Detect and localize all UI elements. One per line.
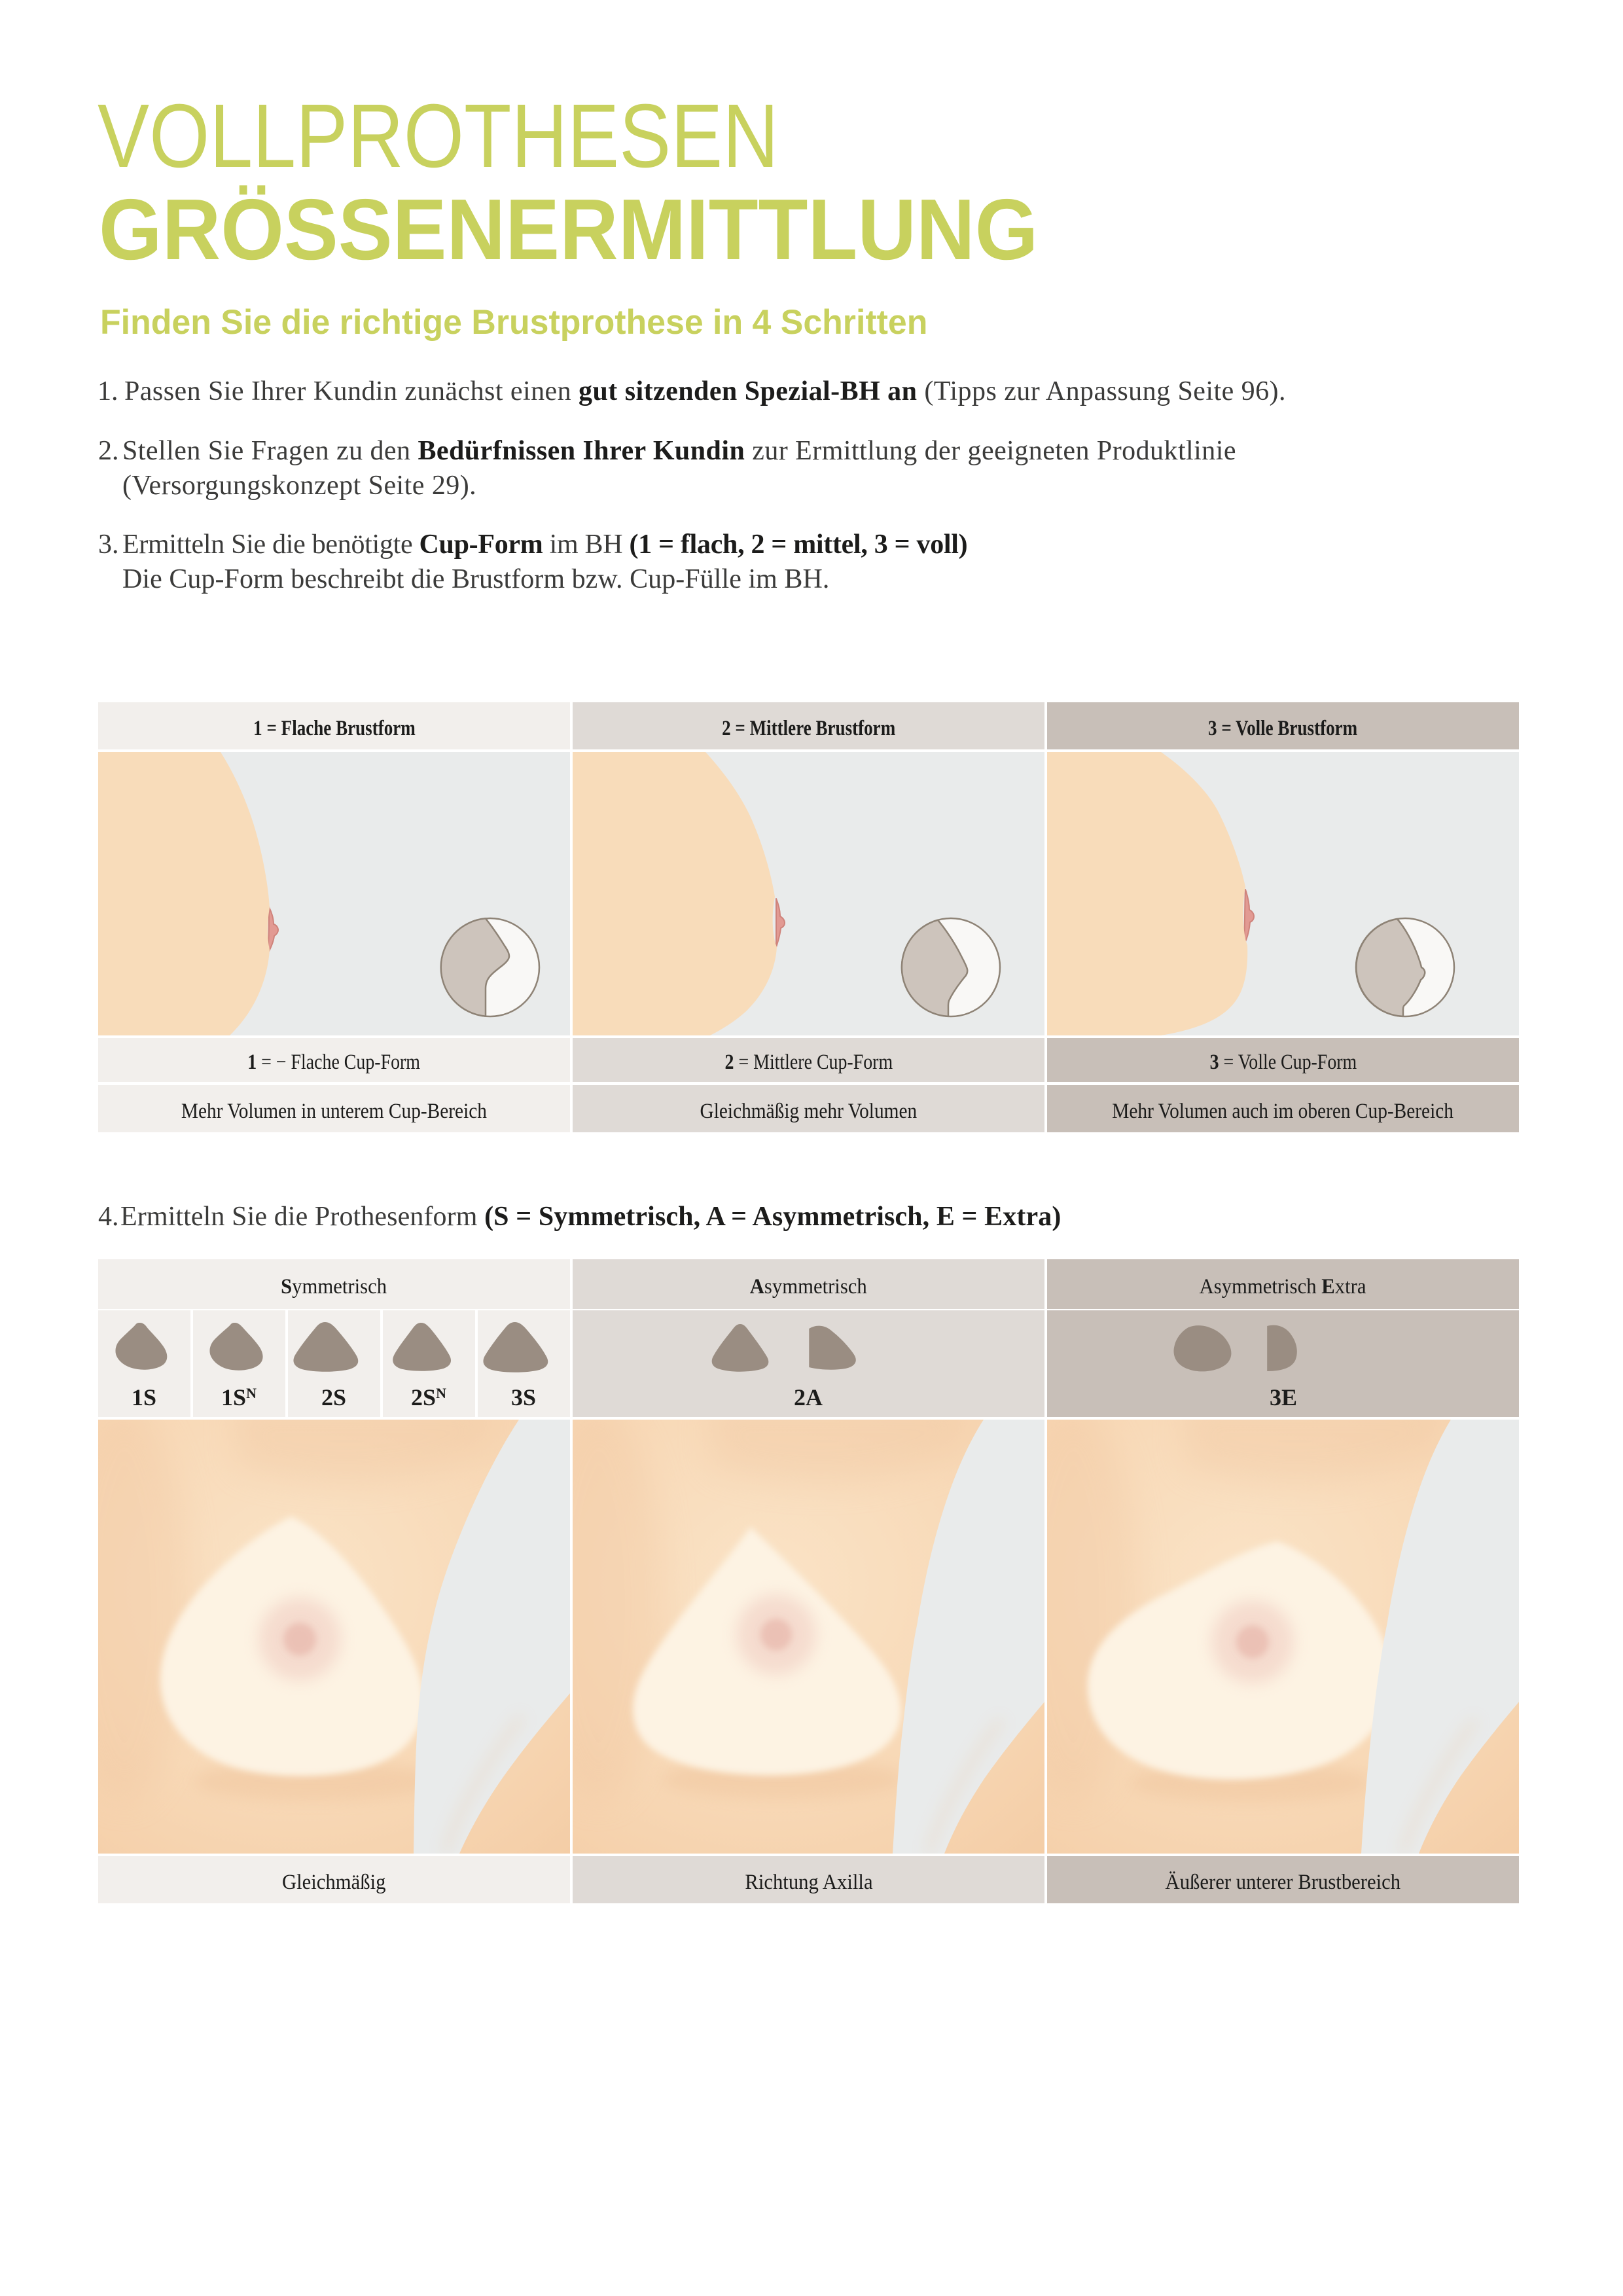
- svg-text:3S: 3S: [511, 1384, 536, 1410]
- svg-text:2S: 2S: [321, 1384, 346, 1410]
- svg-text:1SN: 1SN: [221, 1384, 257, 1410]
- svg-text:1S: 1S: [132, 1384, 156, 1410]
- svg-text:3E: 3E: [1270, 1384, 1297, 1410]
- svg-text:2SN: 2SN: [411, 1384, 446, 1410]
- svg-text:2A: 2A: [794, 1384, 823, 1410]
